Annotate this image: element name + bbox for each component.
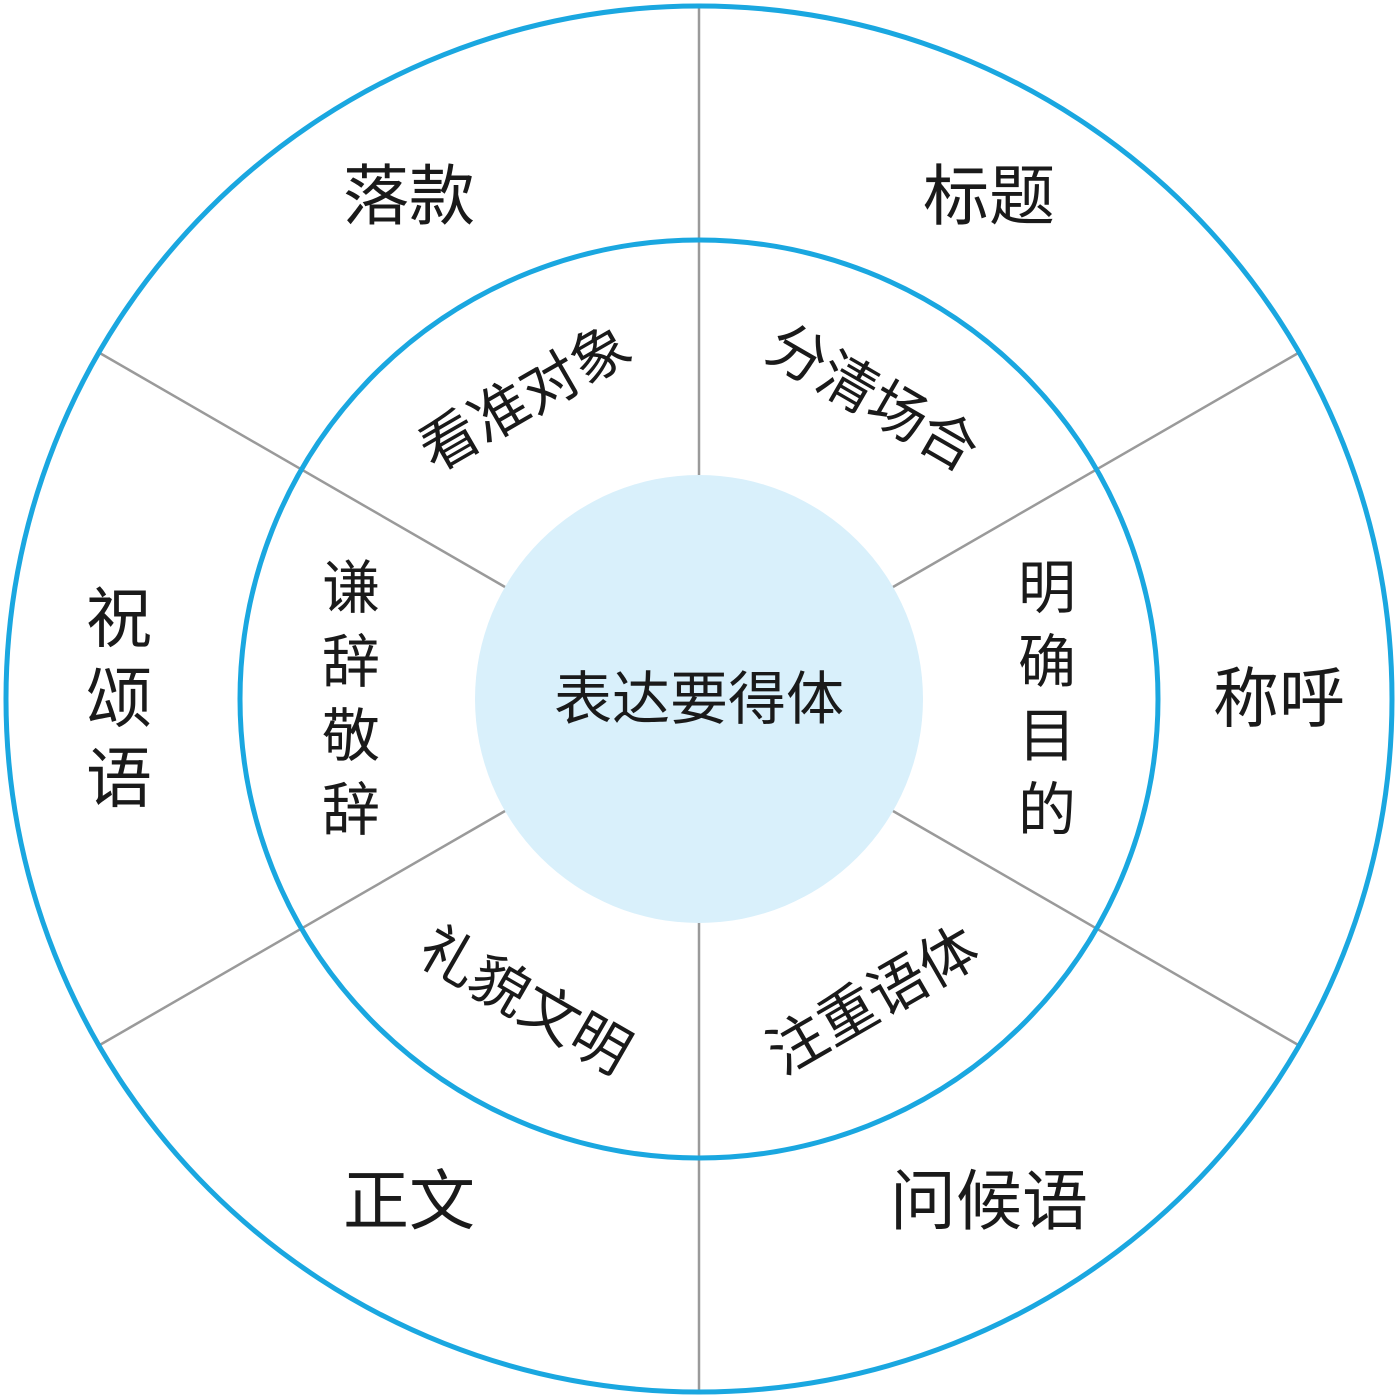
center-disc (475, 475, 923, 923)
outer-label-chenghu: 称呼 (1213, 661, 1345, 738)
inner-ring (237, 237, 1161, 1161)
outer-label-zhusongyu: 祝颂语 (86, 581, 152, 818)
inner-label-zhuzhong-yuti: 注重语体 (756, 913, 991, 1088)
center-label: 表达要得体 (554, 665, 844, 733)
inner-label-mingque-mudi: 明确目的 (1018, 554, 1076, 844)
inner-label-limao-wenming: 礼貌文明 (408, 913, 643, 1088)
outer-label-biaoti: 标题 (923, 158, 1055, 235)
inner-label-fenqing-changhe: 分清场合 (756, 310, 991, 485)
outer-label-zhengwen: 正文 (343, 1163, 475, 1240)
inner-label-kanzhun-duixiang: 看准对象 (408, 310, 643, 485)
outer-ring (3, 3, 1395, 1395)
outer-label-wenhouyu: 问候语 (890, 1163, 1088, 1240)
inner-label-qianci-jingci: 谦辞敬辞 (322, 554, 380, 844)
outer-label-luokuan: 落款 (343, 158, 475, 235)
